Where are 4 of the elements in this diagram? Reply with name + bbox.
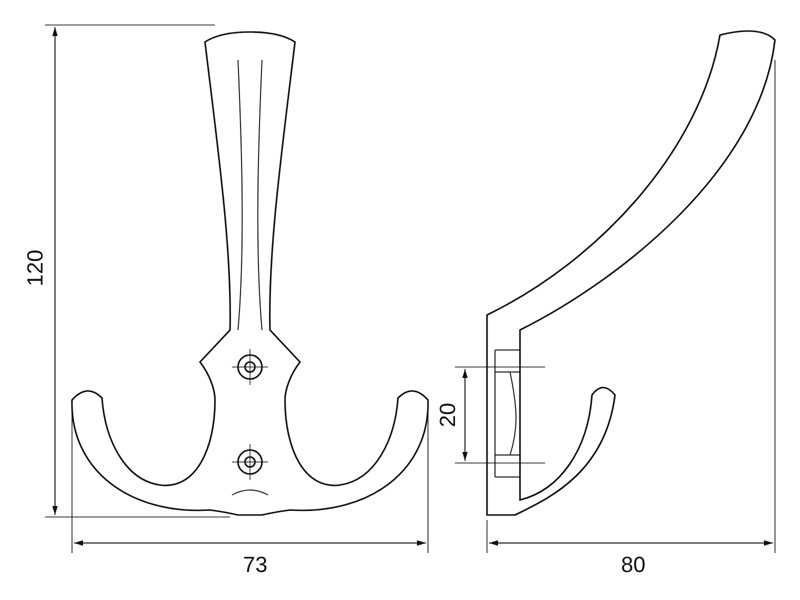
dimension-value: 20 bbox=[437, 402, 460, 428]
dimension-value: 80 bbox=[621, 554, 646, 576]
dimension-value: 73 bbox=[243, 554, 268, 576]
dimension-value: 120 bbox=[24, 250, 46, 286]
